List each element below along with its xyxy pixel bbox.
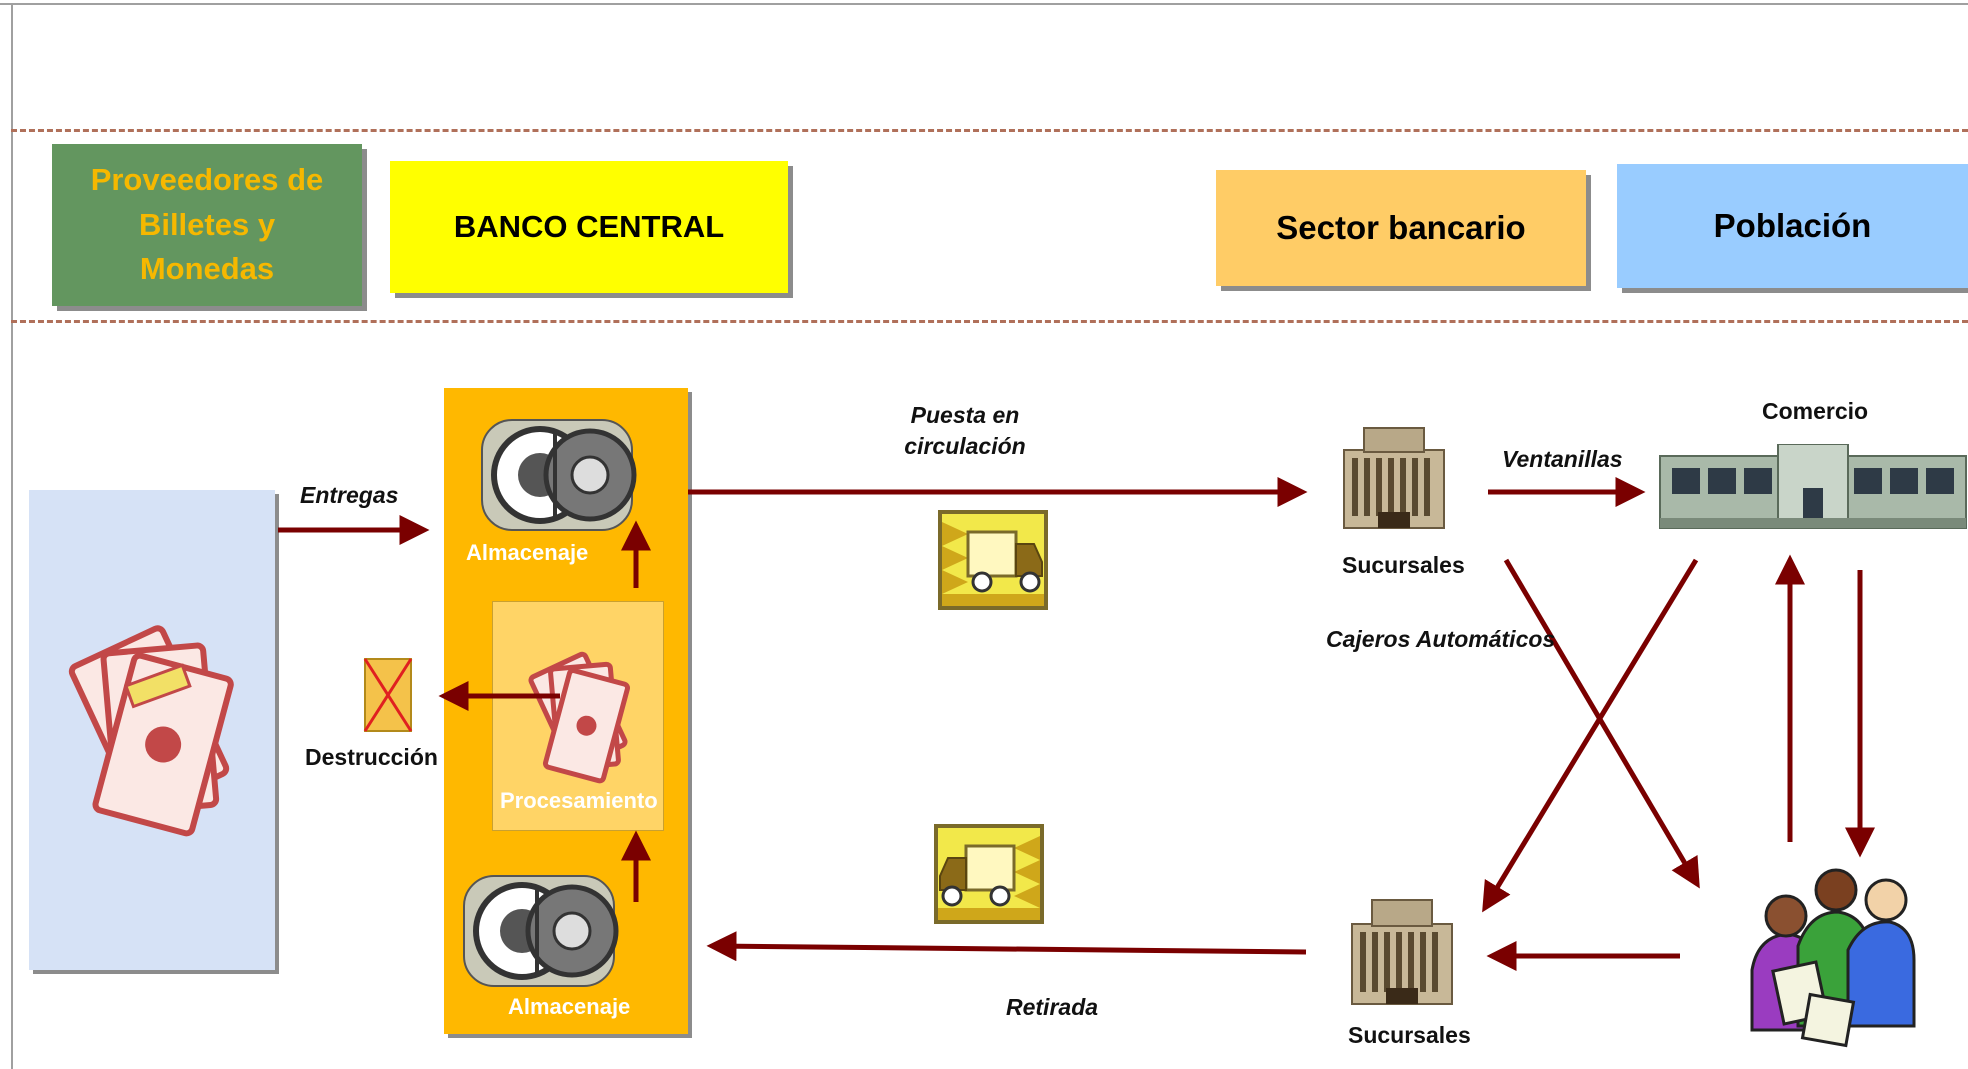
- label-ventanillas: Ventanillas: [1502, 446, 1623, 472]
- money-stack-icon: [68, 625, 234, 837]
- header-poblacion-text: Población: [1713, 207, 1872, 244]
- label-cajeros-automaticos: Cajeros Automáticos: [1326, 626, 1556, 652]
- destruction-icon: [363, 658, 413, 732]
- truck-return-icon: [934, 824, 1044, 924]
- money-processing-icon: [528, 651, 631, 784]
- label-retirada: Retirada: [1006, 994, 1099, 1020]
- label-puesta-en-circulacion: Puesta en circulación: [904, 402, 1026, 460]
- header-proveedores-text: Proveedores de Billetes y Monedas: [90, 161, 324, 287]
- people-icon: [1750, 868, 1916, 1048]
- header-banco-central-text: BANCO CENTRAL: [453, 209, 725, 244]
- dashed-divider-bottom: [11, 320, 1968, 323]
- label-entregas: Entregas: [300, 482, 399, 508]
- label-almacenaje-top: Almacenaje: [466, 540, 589, 565]
- dashed-divider-top: [11, 129, 1968, 132]
- bank-branch-bottom-icon: [1351, 899, 1453, 1005]
- label-destruccion: Destrucción: [305, 744, 438, 770]
- label-procesamiento: Procesamiento: [500, 788, 658, 813]
- label-sucursales-bottom: Sucursales: [1348, 1022, 1471, 1048]
- label-comercio: Comercio: [1762, 398, 1869, 424]
- vault-top-icon: [481, 419, 637, 531]
- frame-top-border: [0, 3, 1968, 5]
- header-proveedores: Proveedores de Billetes y Monedas: [52, 144, 362, 306]
- commerce-building-icon: [1659, 444, 1967, 529]
- frame-left-border: [11, 3, 13, 1069]
- supplier-panel: [29, 490, 275, 970]
- arrow-commerce-to-branch: [1482, 558, 1699, 913]
- header-banco-central: BANCO CENTRAL: [390, 161, 788, 293]
- truck-outbound-icon: [938, 510, 1048, 610]
- arrow-retirada: [706, 931, 1307, 962]
- header-sector-bancario: Sector bancario: [1216, 170, 1586, 286]
- bank-branch-top-icon: [1343, 427, 1445, 529]
- label-sucursales-top: Sucursales: [1342, 552, 1465, 578]
- vault-bottom-icon: [463, 875, 619, 987]
- label-almacenaje-bottom: Almacenaje: [508, 994, 631, 1019]
- header-sector-bancario-text: Sector bancario: [1276, 209, 1526, 246]
- header-poblacion: Población: [1617, 164, 1968, 288]
